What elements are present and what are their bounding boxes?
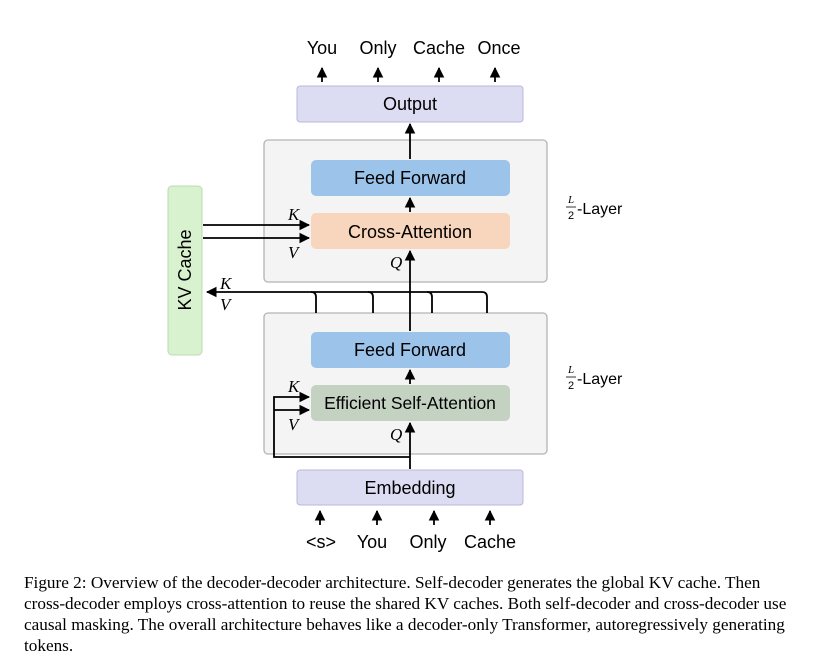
layer-fraction-denominator: 2 bbox=[568, 380, 574, 392]
bottom-tokens: <s> You Only Cache bbox=[306, 532, 516, 552]
cross-k-label: K bbox=[287, 205, 301, 224]
self-attention-label: Efficient Self-Attention bbox=[324, 393, 496, 413]
kv-out-v-label: V bbox=[220, 295, 233, 314]
output-box bbox=[296, 85, 524, 123]
self-feed-forward-label: Feed Forward bbox=[354, 340, 466, 360]
bottom-token: Only bbox=[409, 532, 446, 552]
bus-line bbox=[205, 286, 488, 313]
kv-loop-path bbox=[273, 391, 410, 458]
bottom-token: You bbox=[357, 532, 387, 552]
cross-attention-label: Cross-Attention bbox=[348, 222, 472, 242]
cross-v-label: V bbox=[288, 243, 301, 262]
kv-cache-label: KV Cache bbox=[175, 229, 195, 310]
self-k-label: K bbox=[287, 377, 301, 396]
embedding-box bbox=[296, 469, 524, 506]
top-token: Only bbox=[359, 38, 396, 58]
self-v-label: V bbox=[288, 415, 301, 434]
top-tokens: You Only Cache Once bbox=[307, 38, 521, 58]
figure-caption: Figure 2: Overview of the decoder-decode… bbox=[24, 573, 787, 655]
cross-layer-label: L 2 -Layer bbox=[566, 194, 623, 222]
layer-fraction-numerator: L bbox=[567, 364, 574, 376]
self-q-label: Q bbox=[390, 425, 402, 444]
cross-attention-box bbox=[311, 213, 510, 249]
bottom-token: Cache bbox=[464, 532, 516, 552]
output-label: Output bbox=[383, 94, 437, 114]
self-layer-label: L 2 -Layer bbox=[566, 364, 623, 392]
bus-tap bbox=[310, 291, 317, 313]
layer-fraction-numerator: L bbox=[567, 194, 574, 206]
top-token: Cache bbox=[413, 38, 465, 58]
cross-feed-forward-box bbox=[311, 160, 510, 196]
embedding-label: Embedding bbox=[364, 478, 455, 498]
kv-bus bbox=[205, 286, 488, 313]
self-attention-box bbox=[311, 385, 510, 421]
self-feed-forward-box bbox=[311, 332, 510, 368]
bottom-token: <s> bbox=[306, 532, 336, 552]
bus-tap bbox=[367, 291, 374, 313]
kv-cache-box bbox=[167, 185, 203, 356]
top-token: You bbox=[307, 38, 337, 58]
bus-tap bbox=[426, 291, 433, 313]
cross-q-label: Q bbox=[390, 253, 402, 272]
layer-fraction-denominator: 2 bbox=[568, 210, 574, 222]
layer-suffix: -Layer bbox=[577, 201, 623, 218]
top-token: Once bbox=[477, 38, 520, 58]
top-token-arrows bbox=[316, 66, 501, 82]
bottom-token-arrows bbox=[314, 509, 496, 525]
cross-feed-forward-label: Feed Forward bbox=[354, 168, 466, 188]
layer-suffix: -Layer bbox=[577, 371, 623, 388]
kv-out-k-label: K bbox=[219, 274, 233, 293]
